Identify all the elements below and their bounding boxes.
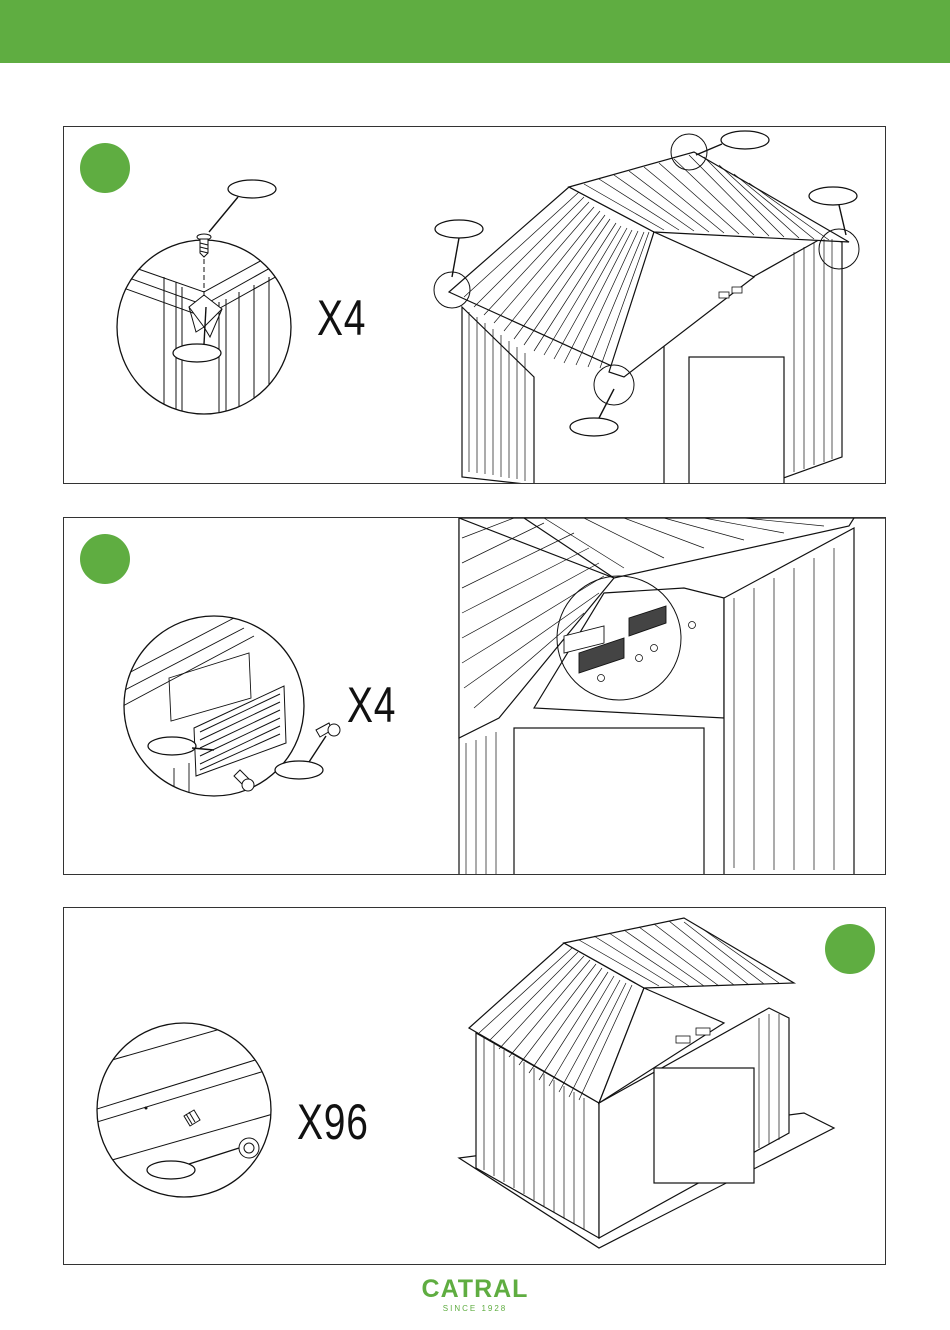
step-panel-2: X4 xyxy=(63,517,886,875)
brand-logo: CATRAL xyxy=(0,1275,950,1304)
brand-tagline: SINCE 1928 xyxy=(0,1304,950,1313)
step-panel-1: X4 xyxy=(63,126,886,484)
shed-complete-illustration xyxy=(64,908,886,1265)
shed-vent-assembly-illustration xyxy=(64,518,886,875)
header-bar xyxy=(0,0,950,63)
shed-roof-assembly-illustration xyxy=(64,127,886,484)
step-panel-3: X96 xyxy=(63,907,886,1265)
